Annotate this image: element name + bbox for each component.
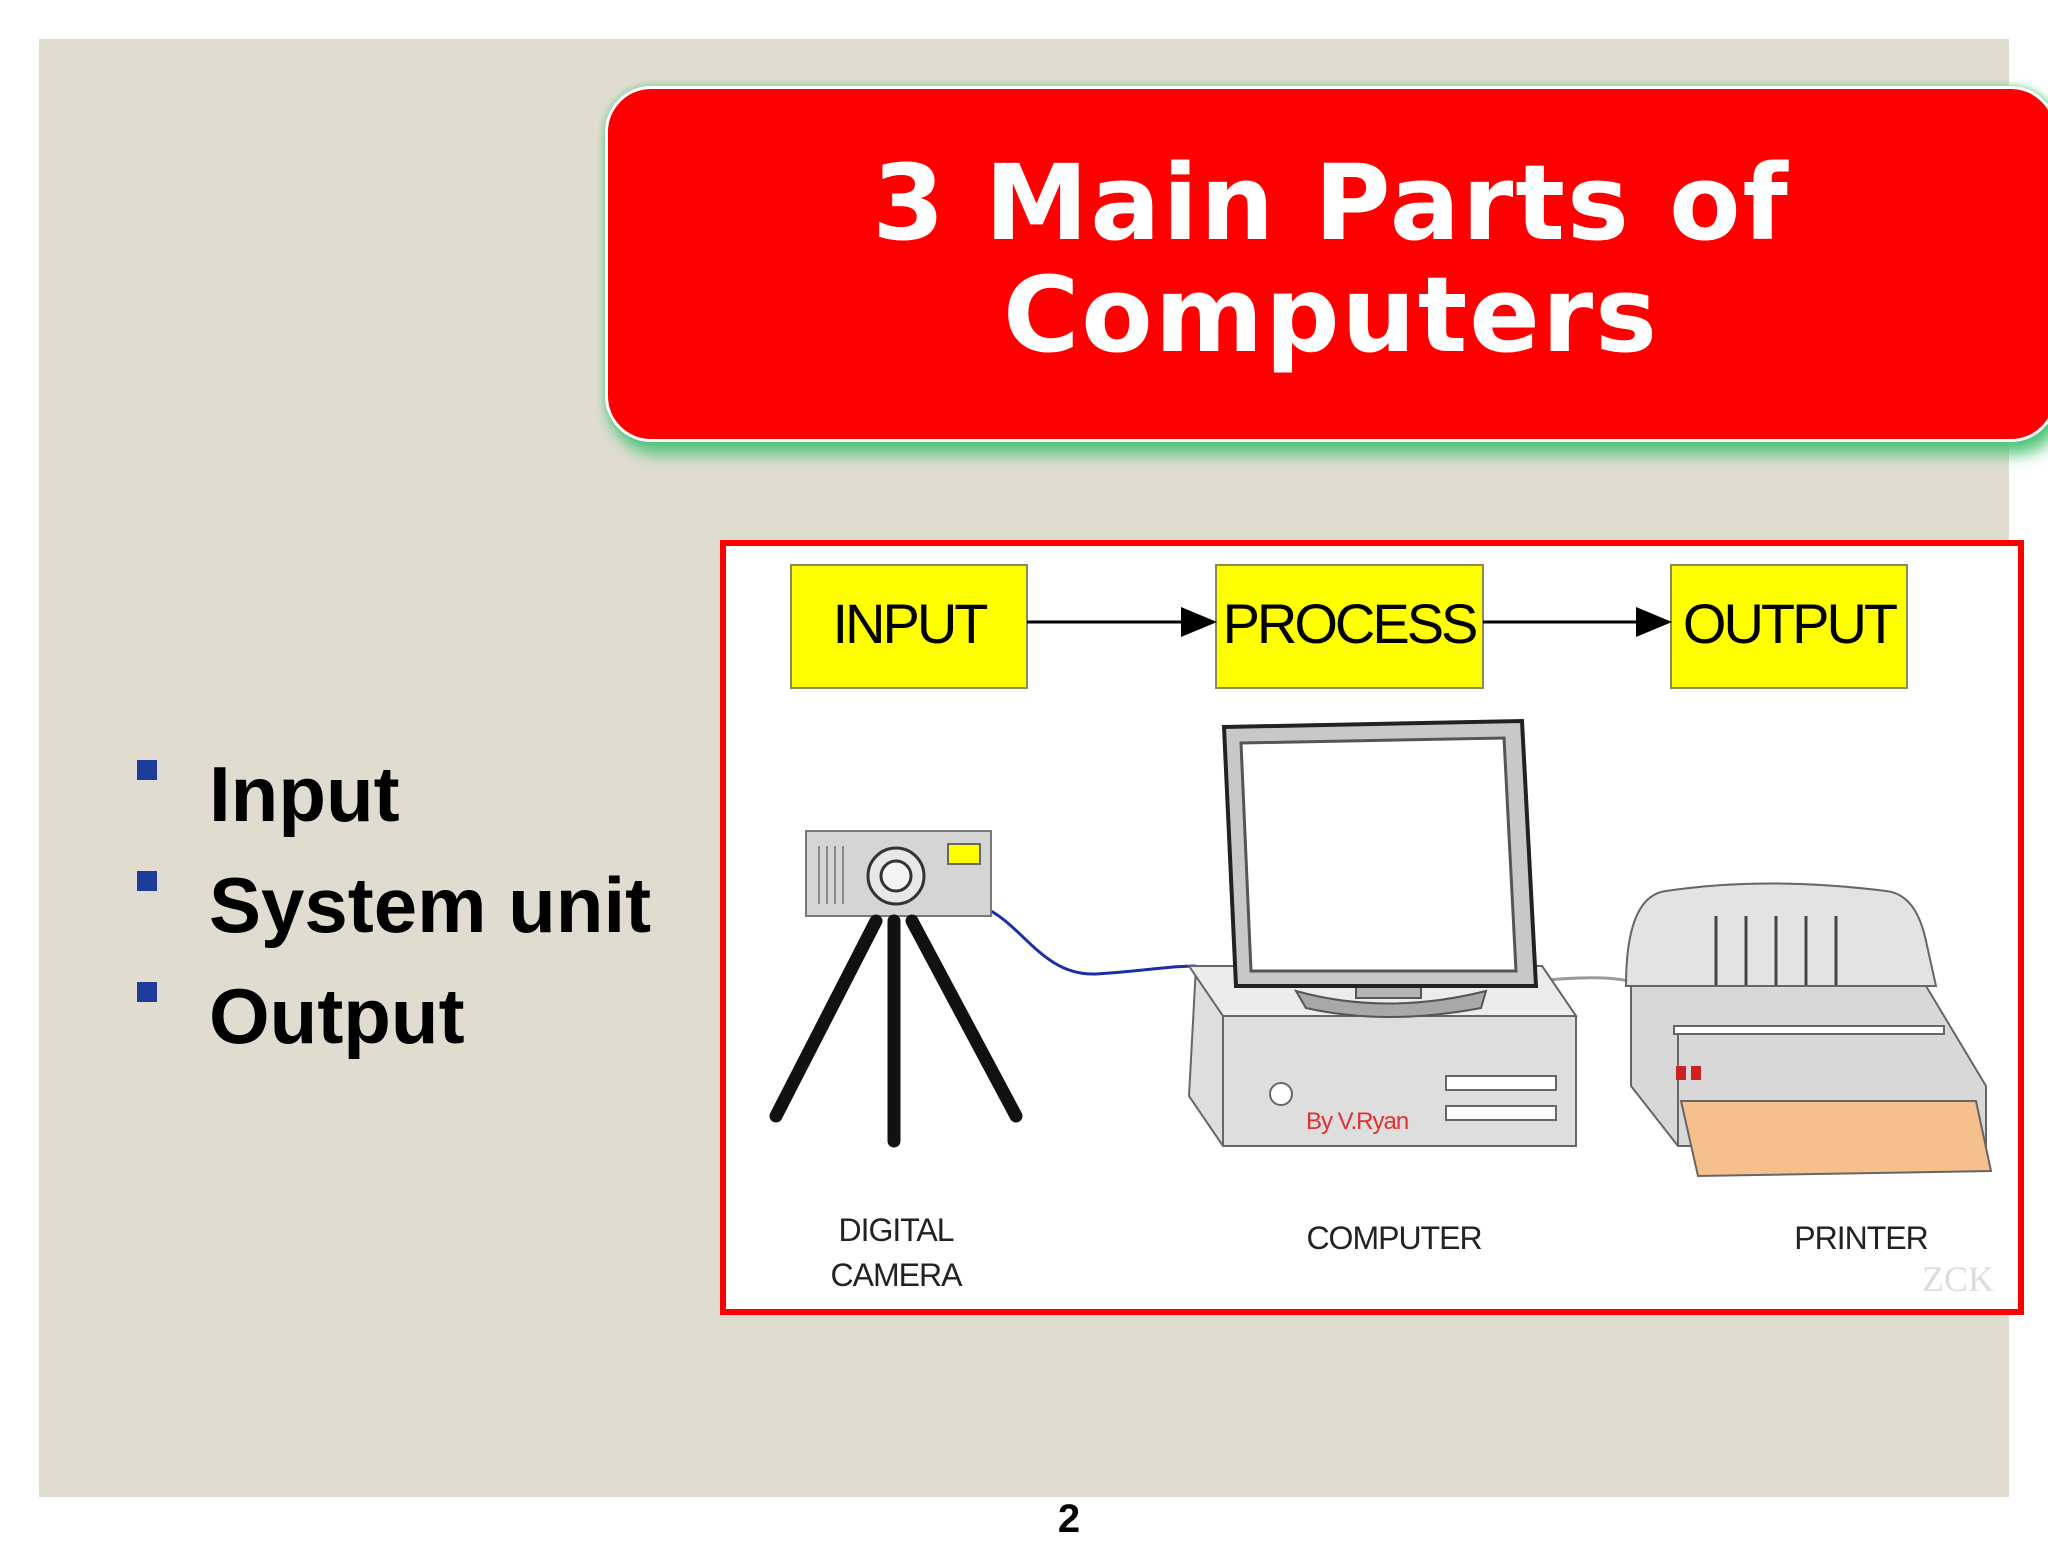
bullet-text: Input <box>209 750 400 838</box>
camera-label-line1: DIGITAL <box>838 1212 953 1248</box>
tripod-icon <box>769 914 1023 1148</box>
flow-label: OUTPUT <box>1683 592 1897 655</box>
bullet-item: Output <box>137 961 651 1072</box>
flow-box-output: OUTPUT <box>1670 564 1908 689</box>
page-number: 2 <box>1057 1497 1081 1541</box>
bullet-item: Input <box>137 739 651 850</box>
printer-label: PRINTER <box>1794 1220 1927 1256</box>
bullet-text: System unit <box>209 861 652 949</box>
computer-icon: By V.Ryan <box>1187 718 1578 1147</box>
square-bullet-icon <box>137 982 157 1002</box>
bullet-list: Input System unit Output <box>137 739 651 1072</box>
camera-label-line2: CAMERA <box>831 1257 964 1293</box>
digital-camera-icon <box>805 830 992 917</box>
cable-icon <box>990 909 1197 976</box>
bullet-text: Output <box>209 972 465 1060</box>
flow-label: INPUT <box>833 592 988 655</box>
watermark: ZCK <box>1922 1259 1994 1299</box>
title-banner: 3 Main Parts of Computers <box>605 86 2048 442</box>
credit-label: By V.Ryan <box>1306 1108 1408 1135</box>
slide: 3 Main Parts of Computers Input System u… <box>39 39 2048 1541</box>
printer-icon <box>1624 882 1993 1178</box>
diagram-svg: INPUT PROCESS OUTPUT <box>769 564 1994 1299</box>
computer-label: COMPUTER <box>1306 1220 1481 1256</box>
flow-label: PROCESS <box>1223 592 1476 655</box>
flow-box-input: INPUT <box>790 564 1028 689</box>
square-bullet-icon <box>137 871 157 891</box>
flow-box-process: PROCESS <box>1215 564 1484 689</box>
diagram-frame: INPUT PROCESS OUTPUT <box>720 540 2024 1315</box>
square-bullet-icon <box>137 760 157 780</box>
bullet-item: System unit <box>137 850 651 961</box>
slide-title: 3 Main Parts of Computers <box>872 142 1790 376</box>
